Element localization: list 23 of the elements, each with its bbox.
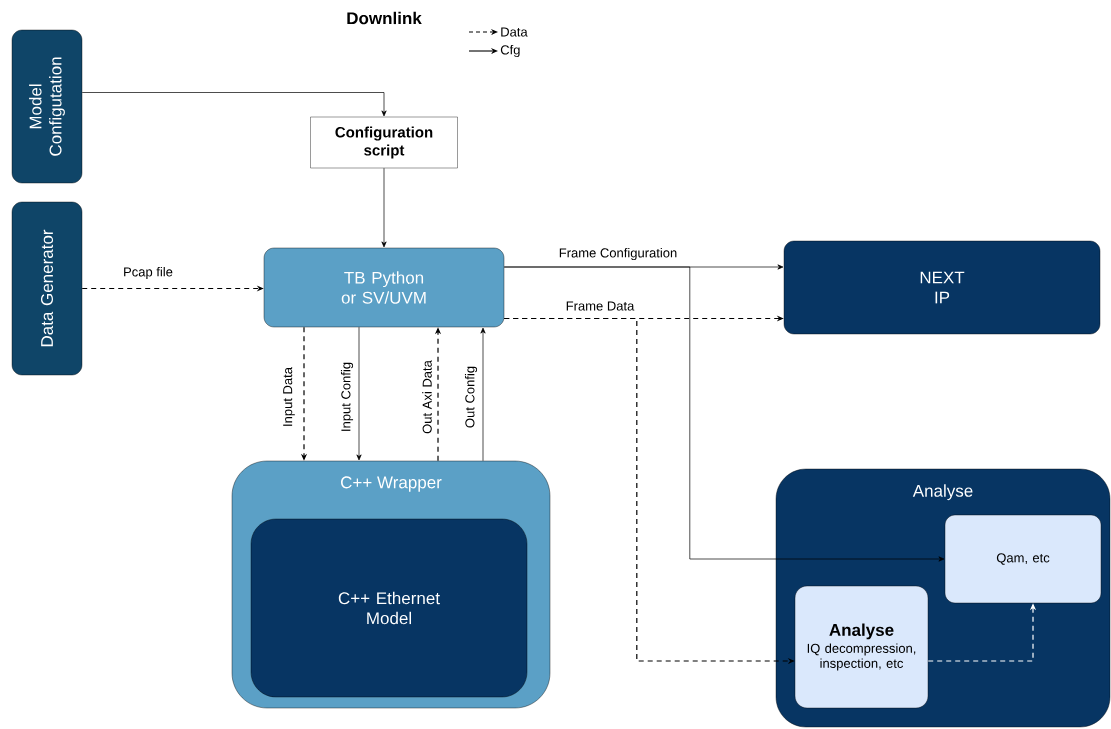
model-box: C++ Ethernet Model <box>250 518 528 698</box>
tool-box: Analyse IQ decompression, inspection, etc <box>794 585 929 709</box>
edge-label: Out Config <box>463 364 479 430</box>
side-panel-box: Data Generator <box>11 201 83 376</box>
block-box: NEXT IP <box>783 240 1101 335</box>
side-panel-box: Model Configutation <box>11 29 83 184</box>
edge-label: Frame Configuration <box>557 246 679 262</box>
arrow <box>480 327 486 462</box>
arrow <box>81 92 387 117</box>
legend-label: Cfg <box>500 44 520 58</box>
edge-label: Input Config <box>339 360 355 434</box>
testbench-box: TB Python or SV/UVM <box>263 247 505 328</box>
edge-label: Input Data <box>282 366 296 428</box>
diagram-title: Downlink <box>347 11 422 25</box>
edge-label: Frame Data <box>564 300 636 312</box>
arrow <box>381 167 387 248</box>
edge-label: Pcap file <box>122 265 174 281</box>
script-box: Configuration script <box>310 116 458 169</box>
arrow <box>503 266 945 562</box>
tool-box: Qam, etc <box>944 514 1102 604</box>
edge-label: Out Axi Data <box>421 359 433 435</box>
legend-label: Data <box>501 27 528 37</box>
arrow <box>356 326 362 461</box>
